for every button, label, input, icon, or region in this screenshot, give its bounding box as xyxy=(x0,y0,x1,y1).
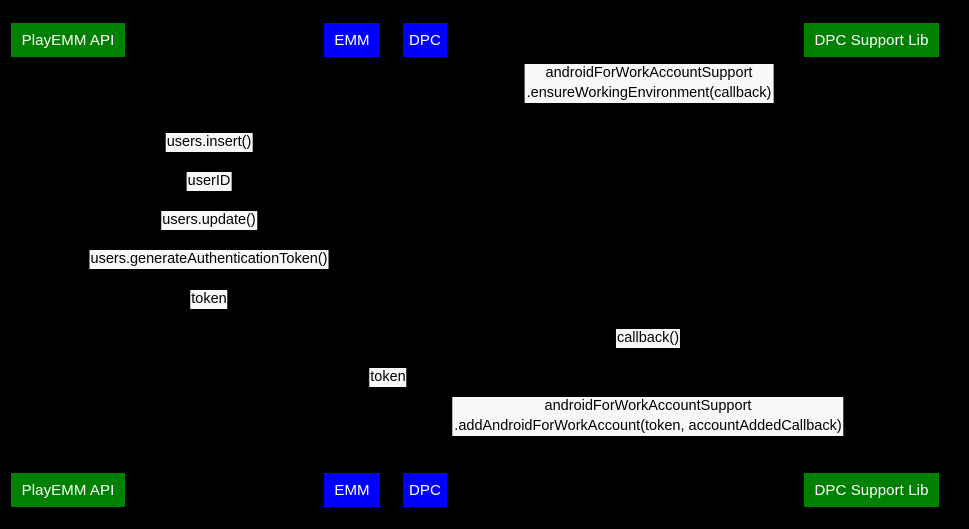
participant-emm-bottom[interactable]: EMM xyxy=(324,473,380,507)
lifeline-support xyxy=(871,57,872,473)
message-arrow-m1 xyxy=(425,100,872,106)
lifeline-playemm xyxy=(67,57,69,473)
message-line-1: callback() xyxy=(616,330,680,346)
participant-playemm-top[interactable]: PlayEMM API xyxy=(11,23,125,57)
message-line-1: users.insert() xyxy=(166,134,252,150)
participant-playemm-bottom[interactable]: PlayEMM API xyxy=(11,473,125,507)
participant-label: DPC Support Lib xyxy=(814,31,929,49)
message-arrow-m2 xyxy=(68,149,352,155)
message-label-m3: userID xyxy=(186,172,232,191)
participant-label: EMM xyxy=(334,481,370,499)
message-arrow-m4 xyxy=(68,227,352,233)
message-label-m9: androidForWorkAccountSupport .addAndroidF… xyxy=(452,397,844,436)
message-arrow-m7 xyxy=(425,345,872,351)
message-label-m4: users.update() xyxy=(161,211,257,230)
message-arrow-m5 xyxy=(68,266,352,272)
participant-label: DPC xyxy=(409,31,441,49)
message-line-1: androidForWorkAccountSupport xyxy=(544,398,752,414)
message-arrow-m6 xyxy=(68,306,352,312)
message-label-m6: token xyxy=(190,290,228,309)
message-arrow-m9 xyxy=(425,433,872,439)
message-line-2: .addAndroidForWorkAccount(token, account… xyxy=(454,417,842,434)
message-label-m5: users.generateAuthenticationToken() xyxy=(89,250,329,269)
message-line-1: users.update() xyxy=(162,212,256,228)
participant-emm-top[interactable]: EMM xyxy=(324,23,380,57)
message-label-m8: token xyxy=(369,368,407,387)
participant-label: DPC xyxy=(409,481,441,499)
participant-support-bottom[interactable]: DPC Support Lib xyxy=(804,473,939,507)
participant-dpc-top[interactable]: DPC xyxy=(403,23,447,57)
message-arrow-m3 xyxy=(68,188,352,194)
participant-dpc-bottom[interactable]: DPC xyxy=(403,473,447,507)
participant-label: DPC Support Lib xyxy=(814,481,929,499)
lifeline-emm xyxy=(351,57,353,473)
participant-support-top[interactable]: DPC Support Lib xyxy=(804,23,939,57)
message-line-1: androidForWorkAccountSupport xyxy=(545,65,753,81)
message-line-1: userID xyxy=(187,173,231,189)
participant-label: PlayEMM API xyxy=(21,31,115,49)
message-label-m2: users.insert() xyxy=(165,133,253,152)
lifeline-dpc xyxy=(424,57,426,473)
participant-label: EMM xyxy=(334,31,370,49)
message-line-1: token xyxy=(191,291,227,307)
message-line-1: token xyxy=(370,369,406,385)
message-line-1: users.generateAuthenticationToken() xyxy=(90,251,328,267)
message-label-m1: androidForWorkAccountSupport .ensureWorki… xyxy=(524,64,774,103)
message-line-2: .ensureWorkingEnvironment(callback) xyxy=(526,84,772,101)
message-label-m7: callback() xyxy=(615,329,681,348)
message-arrow-m8 xyxy=(352,384,425,390)
participant-label: PlayEMM API xyxy=(21,481,115,499)
